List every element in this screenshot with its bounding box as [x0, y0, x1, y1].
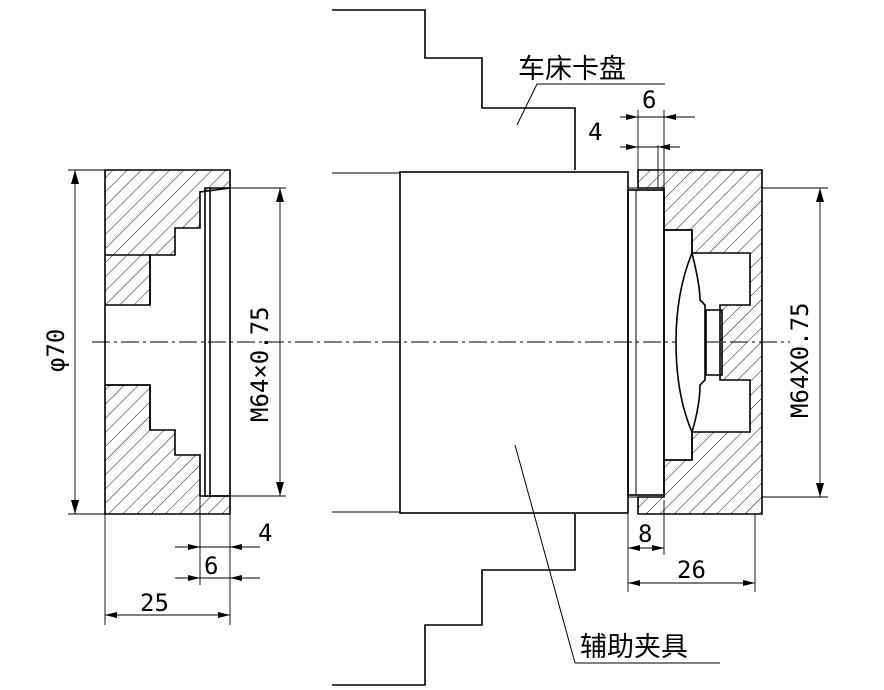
chuck-outline-bottom	[332, 514, 576, 686]
label-dim-8: 8	[638, 520, 652, 548]
dim-thread-right: M64X0.75	[762, 187, 828, 498]
label-dim-25: 25	[140, 589, 169, 617]
dim-left-bottom: 4 6 25	[104, 496, 272, 625]
left-thread-recess	[204, 187, 230, 497]
label-phi70: φ70	[42, 329, 70, 372]
fixture-body	[399, 171, 665, 514]
left-groove-edges	[105, 254, 151, 430]
label-chuck: 车床卡盘	[518, 54, 626, 85]
label-dim-6-left: 6	[204, 552, 218, 580]
right-part-section	[637, 169, 763, 515]
label-dim-4-top: 4	[588, 118, 602, 146]
dim-right-bottom: 8 26	[627, 500, 756, 592]
label-dim-6-top: 6	[642, 86, 656, 114]
label-thread-right: M64X0.75	[786, 302, 814, 418]
dim-phi70: φ70	[42, 169, 105, 515]
label-fixture: 辅助夹具	[580, 632, 688, 663]
leader-fixture: 辅助夹具	[514, 444, 720, 664]
chuck-outline-top	[332, 9, 576, 170]
dim-right-top: 6 4	[588, 86, 695, 190]
leader-chuck: 车床卡盘	[516, 54, 665, 126]
label-thread-left: M64×0.75	[246, 306, 274, 422]
label-dim-4-left: 4	[258, 519, 272, 547]
dim-thread-left: M64×0.75	[230, 187, 286, 497]
label-dim-26: 26	[677, 556, 706, 584]
